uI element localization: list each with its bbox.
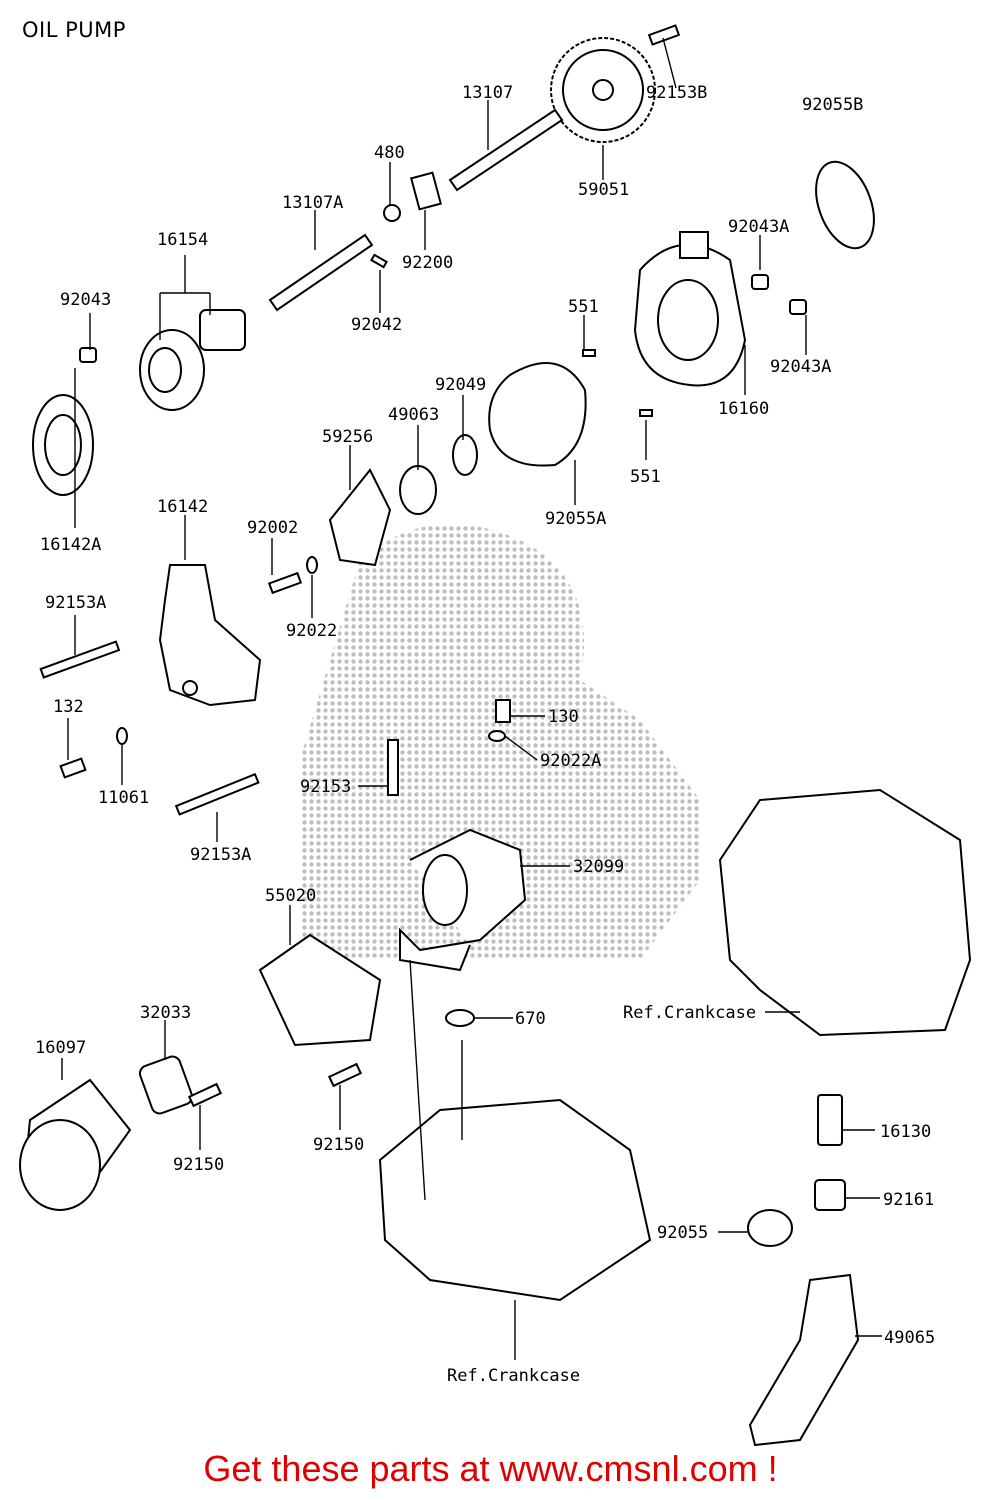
- cover-16142: [158, 564, 262, 707]
- label-49063: 49063: [388, 405, 439, 425]
- washer-11061: [116, 727, 128, 745]
- label-16130: 16130: [880, 1122, 931, 1142]
- label-92043A-1: 92043A: [728, 217, 789, 237]
- label-92153B: 92153B: [646, 83, 707, 103]
- label-16160: 16160: [718, 399, 769, 419]
- label-92153A-2: 92153A: [190, 845, 251, 865]
- label-92055A: 92055A: [545, 509, 606, 529]
- impeller-59256: [328, 468, 392, 567]
- oring-92055B: [815, 160, 875, 250]
- cap-92055: [747, 1209, 793, 1247]
- part-labels: 92153B 13107 92055B 480 59051 13107A 922…: [35, 83, 935, 1386]
- bolt-92153: [387, 739, 399, 796]
- bolt-92153A-lower: [174, 772, 260, 816]
- label-59256: 59256: [322, 427, 373, 447]
- label-92161: 92161: [883, 1190, 934, 1210]
- label-92042: 92042: [351, 315, 402, 335]
- pin-92042: [370, 253, 388, 269]
- seal-92049: [452, 434, 478, 476]
- fitting-16130: [817, 1094, 843, 1146]
- label-16142: 16142: [157, 497, 208, 517]
- label-11061: 11061: [98, 788, 149, 808]
- strainer-49065: [748, 1273, 860, 1447]
- pin-551-upper: [582, 349, 596, 357]
- label-551-1: 551: [568, 297, 599, 317]
- label-13107: 13107: [462, 83, 513, 103]
- bolt-132: [59, 757, 87, 779]
- label-92022A: 92022A: [540, 751, 601, 771]
- label-92150-1: 92150: [173, 1155, 224, 1175]
- label-92022: 92022: [286, 621, 337, 641]
- nipple-32033: [138, 1055, 194, 1115]
- pin-551-lower: [639, 409, 653, 417]
- label-16142A: 16142A: [40, 535, 101, 555]
- dowel-92043A-upper: [751, 274, 769, 290]
- bolt-92153B: [647, 24, 681, 46]
- pump-body-16160: [633, 231, 747, 387]
- washer-92022A: [488, 730, 506, 742]
- shaft-13107: [448, 108, 564, 192]
- label-92002: 92002: [247, 518, 298, 538]
- footer-promo-text[interactable]: Get these parts at www.cmsnl.com !: [203, 1448, 778, 1489]
- label-92049: 92049: [435, 375, 486, 395]
- oil-filter-16097: [19, 1078, 132, 1211]
- shaft-13107A: [268, 233, 374, 312]
- oring-670: [445, 1009, 475, 1027]
- label-132: 132: [53, 697, 84, 717]
- washer-92022: [306, 556, 318, 574]
- bolt-92150-right: [327, 1062, 363, 1088]
- label-16097: 16097: [35, 1038, 86, 1058]
- label-480: 480: [374, 143, 405, 163]
- label-92043: 92043: [60, 290, 111, 310]
- crankcase-lower: [378, 1098, 652, 1302]
- label-32033: 32033: [140, 1003, 191, 1023]
- impeller-49063: [399, 465, 437, 515]
- label-551-2: 551: [630, 467, 661, 487]
- watermark-logo: [300, 524, 700, 960]
- label-92043A-2: 92043A: [770, 357, 831, 377]
- leader-lines: [61, 37, 882, 1360]
- dowel-92043: [79, 347, 97, 363]
- label-ref-crankcase-1: Ref.Crankcase: [623, 1003, 756, 1023]
- label-92055: 92055: [657, 1223, 708, 1243]
- label-49065: 49065: [884, 1328, 935, 1348]
- bolt-92002: [267, 571, 303, 595]
- gasket-92055A: [488, 362, 587, 467]
- bolt-130: [495, 699, 511, 723]
- label-55020: 55020: [265, 886, 316, 906]
- label-670: 670: [515, 1009, 546, 1029]
- bolt-92150-left: [187, 1082, 223, 1108]
- cover-16142A: [32, 394, 94, 496]
- plate-92200: [410, 171, 442, 211]
- pipe-32099: [399, 828, 527, 972]
- label-92055B: 92055B: [802, 95, 863, 115]
- rotors-16154: [139, 309, 246, 411]
- label-ref-crankcase-2: Ref.Crankcase: [447, 1366, 580, 1386]
- nut-92161: [814, 1179, 846, 1211]
- crankcase-upper-right: [718, 788, 972, 1037]
- dowel-92043A-lower: [789, 299, 807, 315]
- label-13107A: 13107A: [282, 193, 343, 213]
- gear-59051: [550, 37, 656, 143]
- label-16154: 16154: [157, 230, 208, 250]
- bolt-92153A-upper: [39, 640, 121, 679]
- label-130: 130: [548, 707, 579, 727]
- label-92150-2: 92150: [313, 1135, 364, 1155]
- circlip-480: [383, 204, 401, 222]
- label-92153: 92153: [300, 777, 351, 797]
- label-59051: 59051: [578, 180, 629, 200]
- label-32099: 32099: [573, 857, 624, 877]
- baffle-55020: [258, 933, 382, 1047]
- label-92200: 92200: [402, 253, 453, 273]
- diagram-title: OIL PUMP: [22, 18, 126, 42]
- label-92153A-1: 92153A: [45, 593, 106, 613]
